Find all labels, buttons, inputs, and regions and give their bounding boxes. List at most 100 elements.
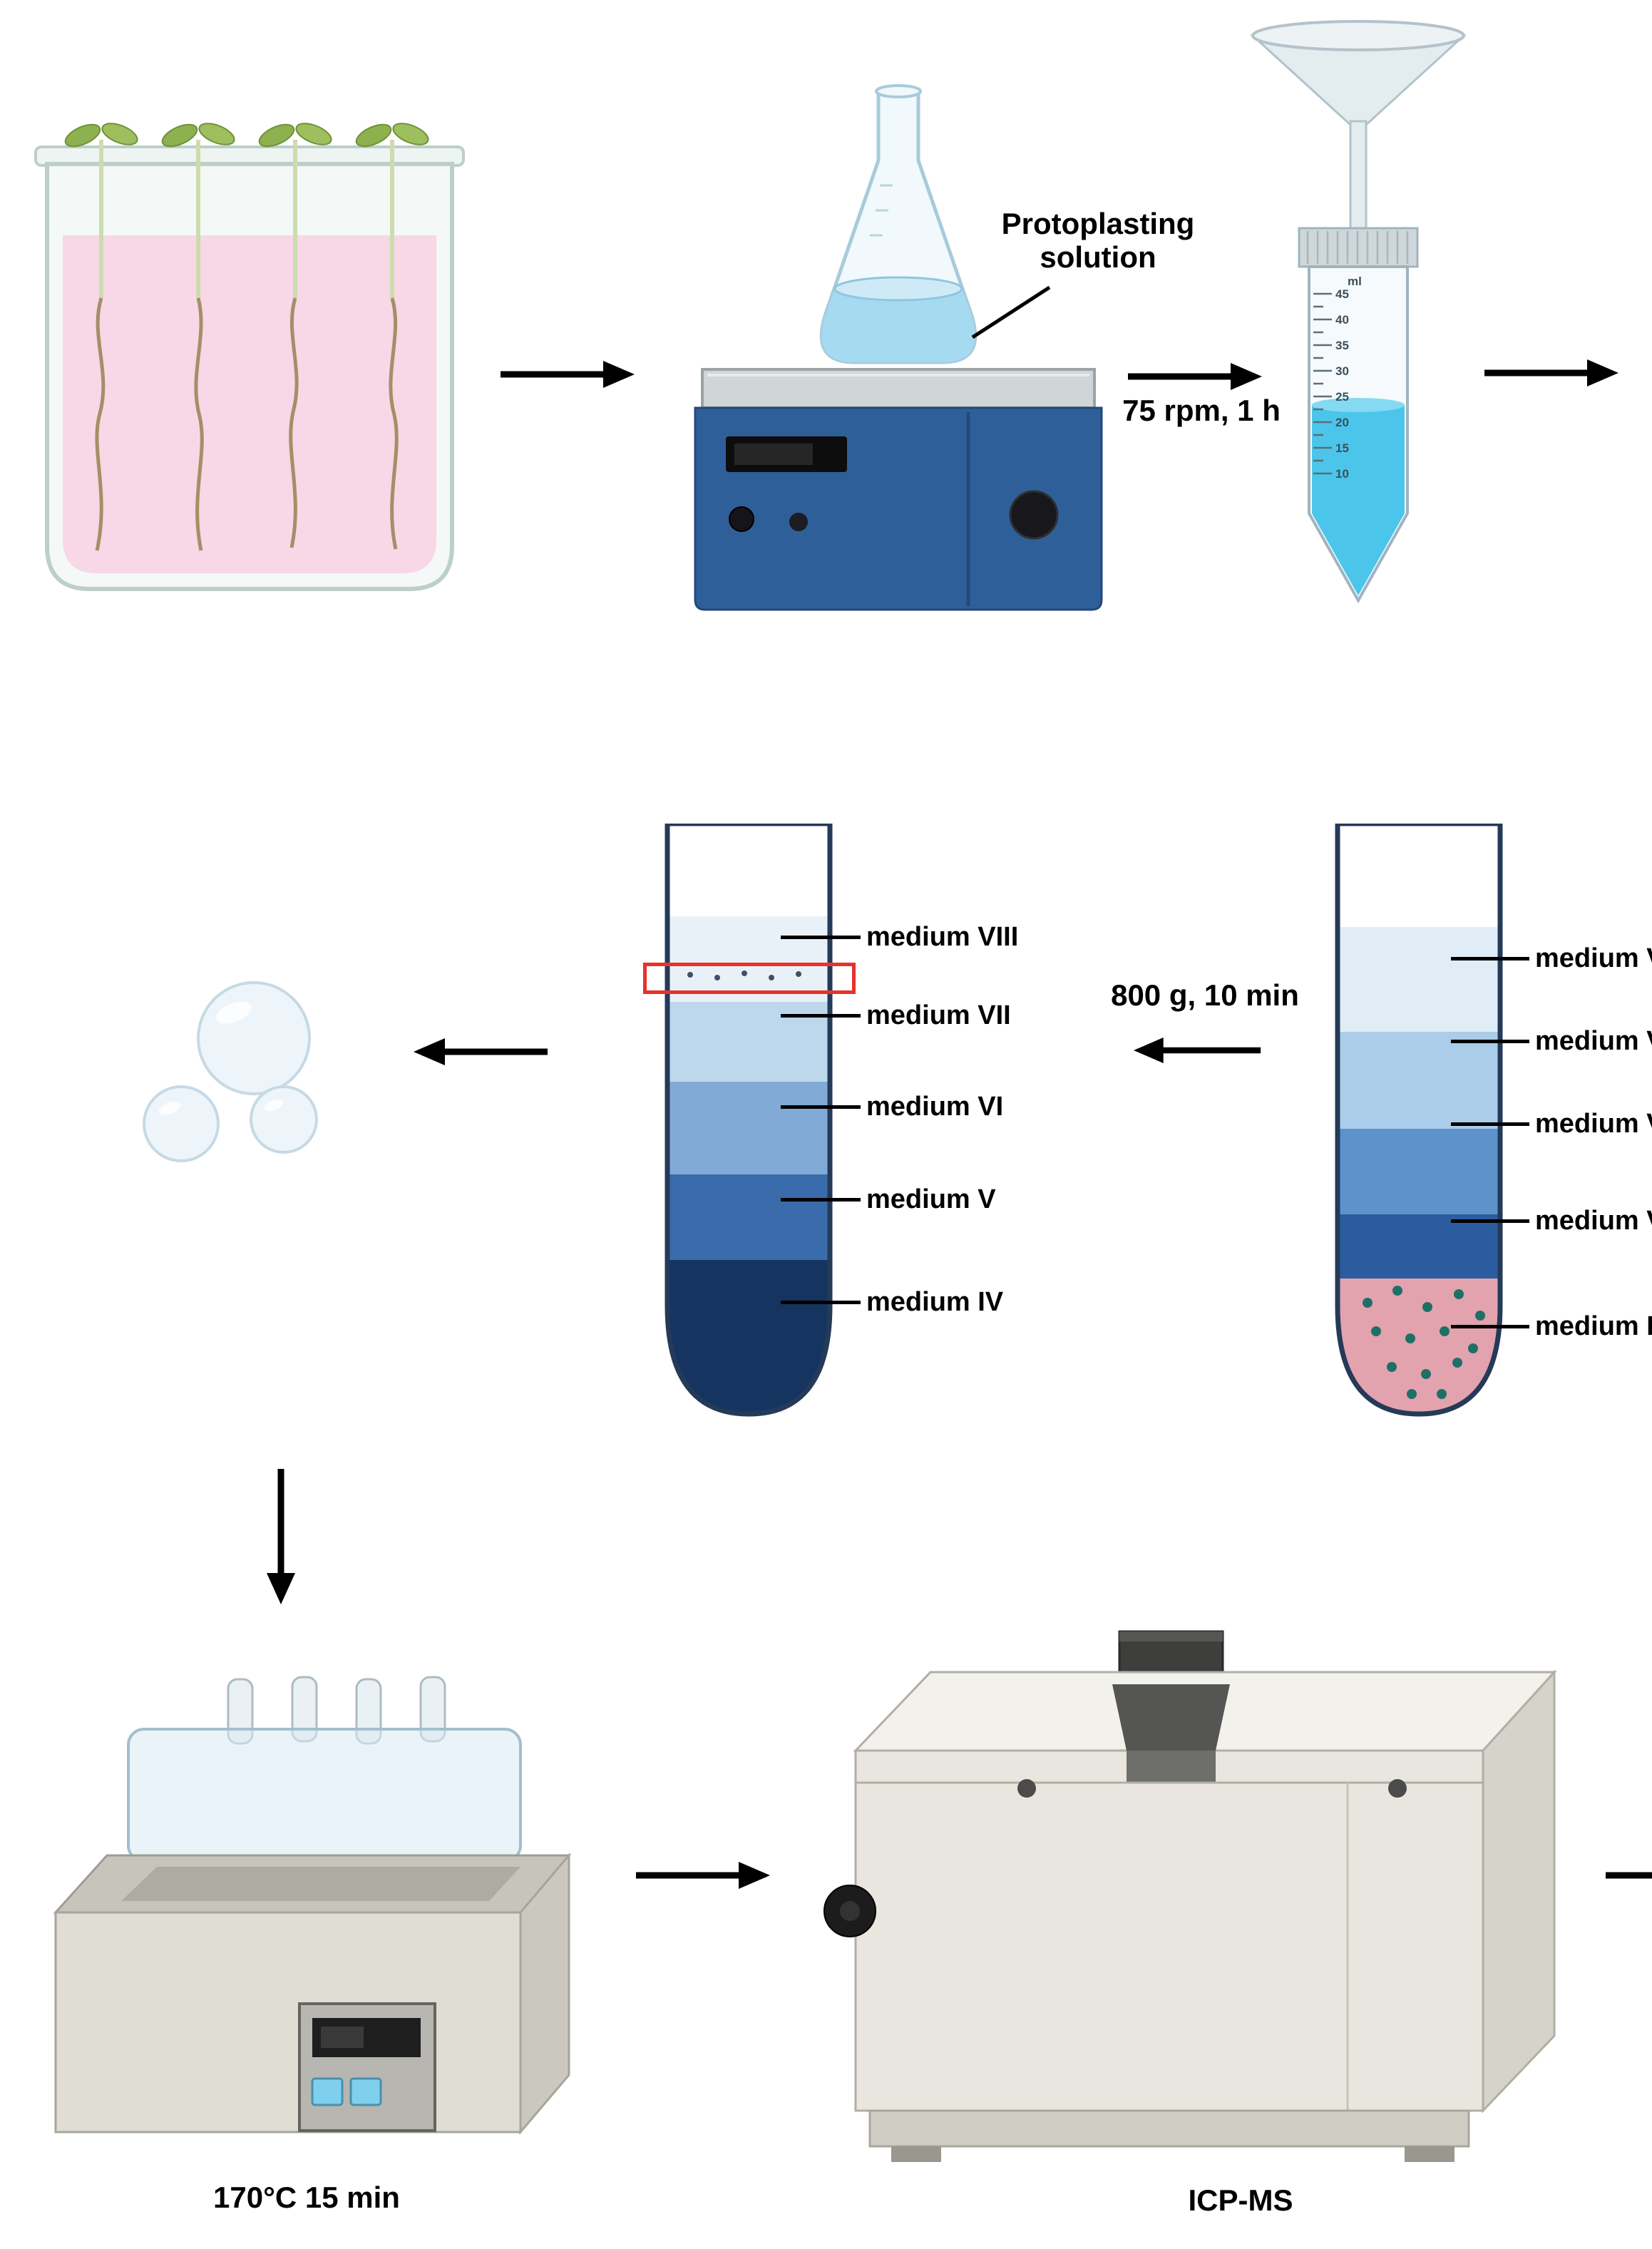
shaking-condition-label: 75 rpm, 1 h — [1122, 394, 1281, 427]
arrow-right-icon — [636, 1862, 770, 1889]
medium-iv-label: medium IV — [866, 1286, 1004, 1317]
icp-ms-front-strip — [1127, 1751, 1216, 1783]
arrow-right-icon — [501, 361, 635, 388]
tube-outline — [1335, 824, 1503, 1417]
falcon-tube-liquid — [1312, 405, 1405, 595]
icp-ms-side-face — [1482, 1669, 1556, 2114]
tick-45: 45 — [1335, 287, 1349, 301]
medium-v-label: medium V — [866, 1184, 996, 1214]
layer-protoplast-suspension — [1338, 1279, 1500, 1414]
medium-label-clipped: medium V — [1535, 1205, 1652, 1236]
tube-outline — [665, 824, 833, 1417]
medium-label-clipped: medium VII — [1535, 1025, 1652, 1056]
medium-label-row: medium IV — [781, 1285, 1003, 1319]
isolated-protoplasts-illustration — [143, 981, 318, 1162]
medium-label-row: medium VI — [781, 1090, 1003, 1124]
icp-ms-front-face — [854, 1749, 1484, 2112]
seedlings-beaker-illustration — [34, 123, 465, 591]
arrow-right-icon — [1606, 1872, 1652, 1879]
falcon-tube-graduations — [1313, 292, 1332, 475]
icp-ms-illustration — [824, 1630, 1557, 2162]
control-panel-button — [349, 2077, 382, 2106]
tick-20: 20 — [1335, 416, 1349, 429]
arrow-left-icon — [414, 1038, 548, 1065]
protoplast-cell — [197, 981, 311, 1095]
seedling — [258, 123, 332, 548]
arrow-right-icon — [1484, 359, 1618, 386]
tick-30: 30 — [1335, 364, 1349, 378]
tick-10: 10 — [1335, 467, 1349, 481]
water-bath-condition-label: 170°C 15 min — [213, 2181, 400, 2214]
arrow-down-icon — [267, 1469, 295, 1604]
icp-ms-base — [868, 2109, 1470, 2148]
medium-label-row: medium VIII — [781, 920, 1018, 954]
layer-air — [667, 824, 830, 916]
protoplasting-label-line1: Protoplasting — [1001, 207, 1195, 240]
centrifugation-condition-label: 800 g, 10 min — [1111, 978, 1299, 1012]
sample-tubes — [227, 1676, 446, 1745]
layer-2 — [1338, 1032, 1500, 1129]
label-connector-line — [1451, 1122, 1529, 1126]
control-panel-button — [311, 2077, 344, 2106]
tick-15: 15 — [1335, 441, 1349, 455]
layer-medium-iv — [667, 1260, 830, 1414]
protoplast-band-highlight-box — [643, 963, 856, 994]
icp-ms-label: ICP-MS — [1188, 2183, 1293, 2217]
protoplast-cell — [143, 1085, 220, 1162]
flask-liquid — [821, 289, 975, 362]
protoplasting-pointer-line — [971, 285, 1051, 339]
icp-ms-knob-base — [1112, 1684, 1230, 1751]
protoplast-cell — [250, 1085, 318, 1154]
beaker-pink-liquid — [63, 235, 436, 573]
protoplasting-label-line2: solution — [1040, 240, 1156, 275]
gradient-tube-before-illustration — [1335, 824, 1503, 1417]
label-connector-line — [781, 1013, 861, 1018]
stirrer-knob — [729, 506, 754, 532]
medium-label-row: medium V — [781, 1182, 996, 1216]
medium-label-row: medium V — [1451, 1204, 1652, 1238]
protoplast-band-dots — [687, 970, 801, 980]
label-connector-line — [1451, 956, 1529, 960]
label-connector-line — [781, 1105, 861, 1109]
tick-35: 35 — [1335, 339, 1349, 352]
medium-label-row: medium VII — [781, 998, 1011, 1033]
funnel-stem — [1349, 120, 1368, 235]
protoplast-dots — [1363, 1286, 1485, 1399]
medium-label-clipped: medium VI — [1535, 1108, 1652, 1139]
label-connector-line — [1451, 1324, 1529, 1328]
layer-4 — [1338, 1214, 1500, 1279]
medium-label-clipped: medium IV — [1535, 1311, 1652, 1341]
water-bath-body — [54, 1911, 522, 2133]
label-connector-line — [1451, 1219, 1529, 1223]
medium-vii-label: medium VII — [866, 1000, 1011, 1030]
icp-ms-bolt — [1388, 1779, 1407, 1798]
water-bath-illustration — [53, 1676, 572, 2136]
medium-label-clipped: medium VIII — [1535, 943, 1652, 973]
medium-label-row: medium IV — [1451, 1309, 1652, 1343]
label-connector-line — [1451, 1039, 1529, 1043]
layer-medium-vi — [667, 1082, 830, 1174]
tick-25: 25 — [1335, 390, 1349, 404]
medium-label-row: medium VI — [1451, 1107, 1652, 1141]
seedling — [355, 123, 429, 550]
stirrer-speed-knob — [1009, 490, 1059, 540]
layer-air — [1338, 824, 1500, 927]
layer-1 — [1338, 927, 1500, 1032]
label-connector-line — [781, 1197, 861, 1202]
layer-3 — [1338, 1129, 1500, 1214]
seedling — [64, 123, 138, 551]
protoplasting-solution-label: Protoplasting solution — [934, 207, 1262, 274]
icp-ms-foot — [1405, 2146, 1455, 2162]
stirrer-flask-illustration — [694, 84, 1103, 611]
falcon-tube-unit: ml — [1348, 275, 1362, 288]
medium-label-row: medium VIII — [1451, 941, 1652, 975]
icp-ms-foot — [891, 2146, 941, 2162]
stirrer-knob — [789, 513, 808, 531]
layer-medium-v — [667, 1174, 830, 1260]
seedling — [161, 123, 235, 551]
tick-40: 40 — [1335, 313, 1349, 327]
icp-ms-bolt — [1017, 1779, 1036, 1798]
label-connector-line — [781, 1300, 861, 1304]
medium-viii-label: medium VIII — [866, 921, 1019, 952]
